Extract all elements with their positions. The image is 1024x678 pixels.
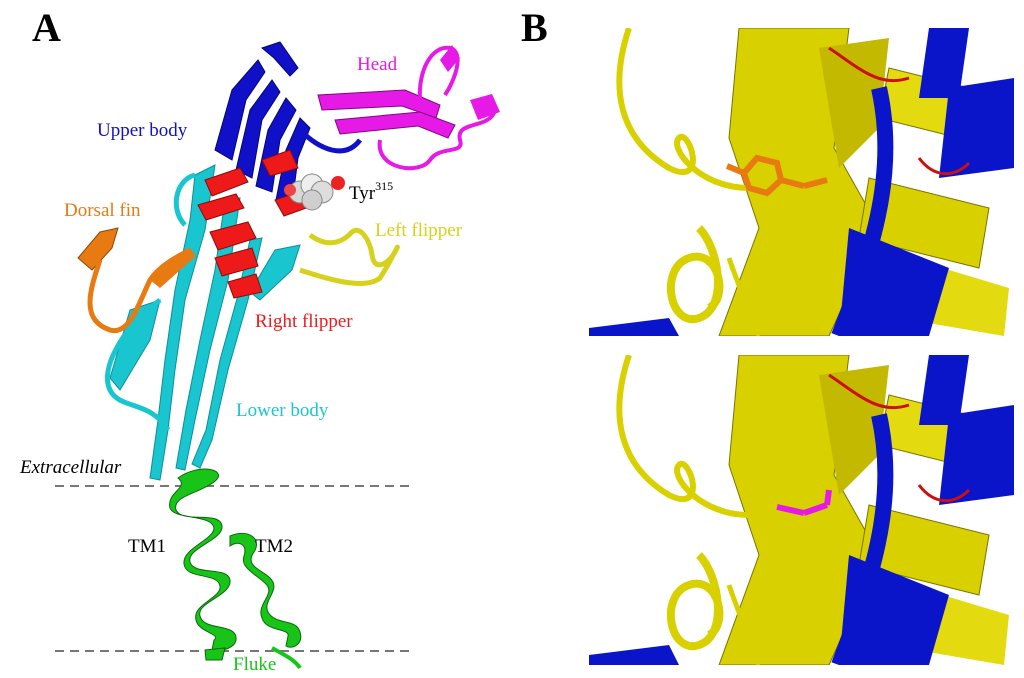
- panel-b-letter: B: [521, 8, 548, 48]
- transmembrane-region: [170, 469, 301, 668]
- label-extracellular: Extracellular: [20, 458, 121, 477]
- label-fluke: Fluke: [233, 655, 276, 674]
- label-left-flipper: Left flipper: [375, 221, 462, 240]
- label-dorsal-fin: Dorsal fin: [64, 201, 141, 220]
- panel-b-bottom-render: [589, 355, 1014, 665]
- label-right-flipper: Right flipper: [255, 312, 353, 331]
- label-lower-body: Lower body: [236, 401, 328, 420]
- label-upper-body: Upper body: [97, 121, 187, 140]
- label-tyr: Tyr315: [349, 184, 393, 203]
- label-tm2: TM2: [255, 537, 293, 556]
- label-tyr-text: Tyr: [349, 183, 375, 204]
- label-tyr-superscript: 315: [375, 179, 393, 193]
- panel-b-top-render: [589, 28, 1014, 336]
- panel-b-top-image: [589, 28, 1014, 336]
- panel-b-bottom-image: [589, 355, 1014, 665]
- label-head: Head: [357, 55, 397, 74]
- label-tm1: TM1: [128, 537, 166, 556]
